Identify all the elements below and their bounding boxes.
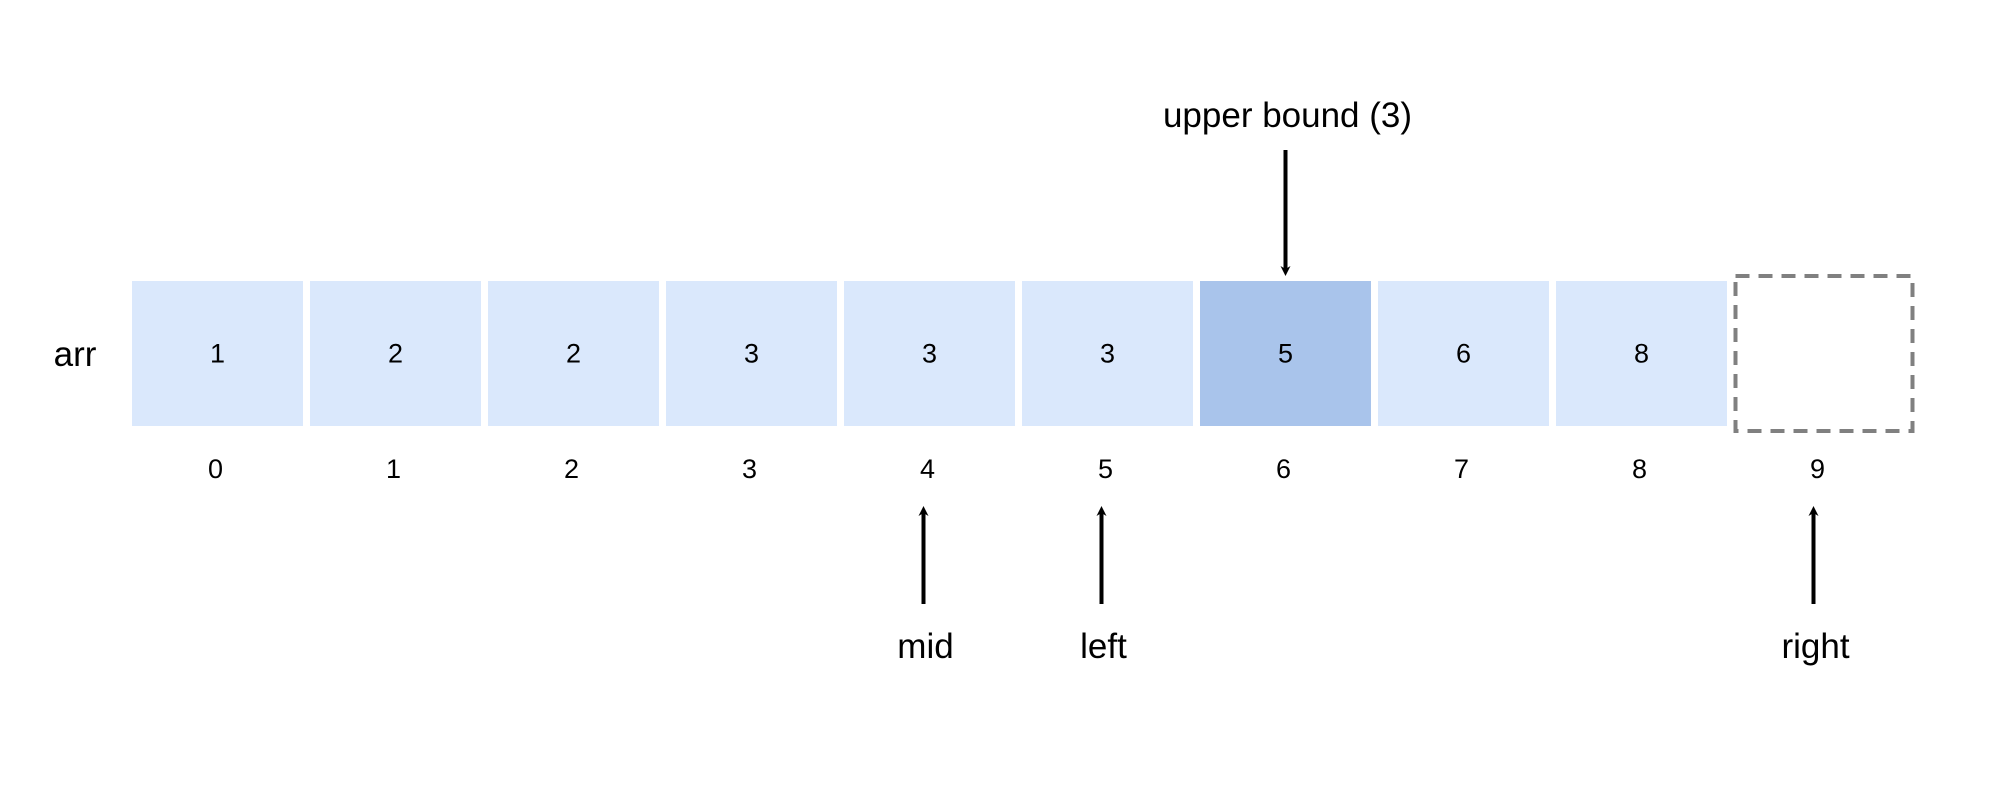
- array-index-label: 4: [920, 454, 935, 484]
- index-labels: 0 1 2 3 4 5 6 7 8 9: [208, 454, 1825, 484]
- array-index-label: 3: [742, 454, 757, 484]
- pointer-arrows: upper bound (3) mid left right: [897, 96, 1850, 666]
- array-cell-value: 3: [744, 339, 759, 369]
- array-cell-value: 1: [210, 339, 225, 369]
- array-cell-value: 5: [1278, 339, 1293, 369]
- array-cell-value: 3: [922, 339, 937, 369]
- array-cell: [1378, 281, 1549, 426]
- array-index-label: 6: [1276, 454, 1291, 484]
- pointer-label-left: left: [1080, 627, 1127, 666]
- array-index-label: 1: [386, 454, 401, 484]
- array-cell-value: 2: [388, 339, 403, 369]
- array-cell: [310, 281, 481, 426]
- array-cell: [844, 281, 1015, 426]
- array-index-label: 9: [1810, 454, 1825, 484]
- array-index-label: 2: [564, 454, 579, 484]
- array-cell-highlighted: [1200, 281, 1371, 426]
- array-cell-value: 6: [1456, 339, 1471, 369]
- array-cell-value: 2: [566, 339, 581, 369]
- array-index-label: 7: [1454, 454, 1469, 484]
- array-cell: [666, 281, 837, 426]
- array-name-label: arr: [54, 335, 97, 374]
- array-cell-value: 3: [1100, 339, 1115, 369]
- upper-bound-label: upper bound (3): [1163, 96, 1412, 135]
- array-cell: [1022, 281, 1193, 426]
- array-index-label: 8: [1632, 454, 1647, 484]
- array-cells: 1 2 2 3 3 3 5 6 8: [132, 274, 1915, 433]
- array-index-label: 0: [208, 454, 223, 484]
- pointer-label-right: right: [1781, 627, 1849, 666]
- array-cell: [1556, 281, 1727, 426]
- pointer-label-mid: mid: [897, 627, 953, 666]
- array-index-label: 5: [1098, 454, 1113, 484]
- array-cell: [132, 281, 303, 426]
- array-cell-value: 8: [1634, 339, 1649, 369]
- array-cell: [488, 281, 659, 426]
- empty-slot-cell: [1733, 274, 1915, 433]
